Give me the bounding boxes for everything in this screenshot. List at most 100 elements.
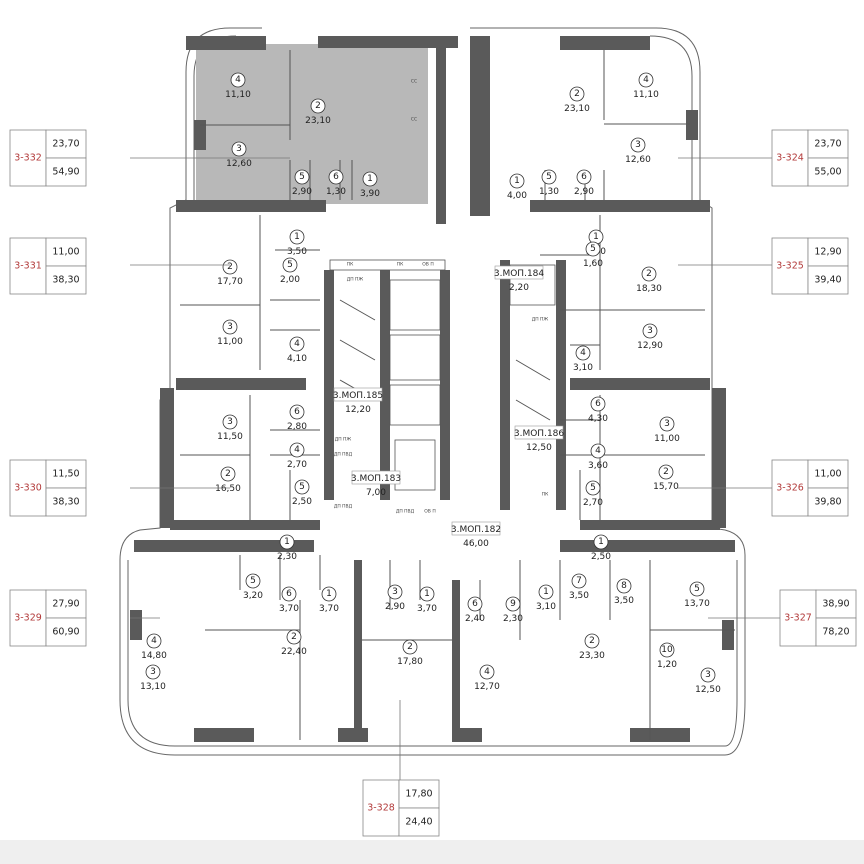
apartment-id: 3-330 [14,483,42,494]
room-number: 10 [661,645,673,655]
room-area: 2,90 [574,187,594,197]
room-label: 32,90 [385,584,405,612]
room-number-circle [362,171,378,187]
room-number-circle [279,534,295,550]
shaft-label: ДП ПЖ [347,277,364,283]
room-number: 3 [227,417,233,427]
room-label: 223,10 [564,86,590,114]
room-area: 13,10 [140,682,166,692]
common-area-size: 46,00 [463,539,489,549]
room-number: 6 [286,589,292,599]
room-area: 2,90 [385,602,405,612]
room-number-circle [585,241,601,257]
room-number-circle [419,586,435,602]
total-area: 55,00 [814,167,841,178]
room-number: 5 [299,482,305,492]
room-number: 3 [227,322,233,332]
room-number: 4 [151,636,157,646]
room-area: 11,00 [217,337,243,347]
apartment-id: 3-331 [14,261,42,272]
room-number-circle [659,642,675,658]
room-area: 1,30 [539,187,559,197]
room-label: 53,20 [243,573,263,601]
room-number: 8 [621,581,627,591]
room-label: 412,70 [474,664,500,692]
total-area: 60,90 [52,627,79,638]
room-label: 312,50 [695,667,721,695]
room-number-circle [281,586,297,602]
room-label: 311,00 [217,319,243,347]
room-number: 3 [392,587,398,597]
shaft-label: ПК [347,262,354,268]
room-area: 2,80 [287,422,307,432]
room-area: 3,20 [243,591,263,601]
room-area: 3,50 [614,596,634,606]
room-label: 311,50 [217,414,243,442]
room-number-circle [230,72,246,88]
apartment-tag[interactable]: 3-327 38,90 78,20 [708,589,857,647]
room-label: 313,10 [140,664,166,692]
room-label: 513,70 [684,581,710,609]
room-area: 3,70 [417,604,437,614]
common-area-size: 2,20 [509,283,529,293]
room-label: 12,50 [591,534,611,562]
room-area: 2,40 [465,614,485,624]
room-label: 218,30 [636,266,662,294]
room-number-circle [222,259,238,275]
floor-plan-canvas: ПК ПК ОВ П ДП ПЖ ДП ПЖ ДП ПВД ДП ПВД ДП … [0,0,864,840]
tag-total-cell [807,487,849,517]
room-number: 3 [236,144,242,154]
shaft-label: ПК [542,492,549,498]
tag-total-cell [815,617,857,647]
room-number: 2 [225,469,231,479]
room-area: 22,40 [281,647,307,657]
room-number: 6 [333,172,339,182]
room-area: 2,70 [287,460,307,470]
common-area-name: 3.МОП.185 [333,391,383,401]
room-number: 5 [590,483,596,493]
common-area-name: 3.МОП.184 [494,269,545,279]
room-area: 4,30 [588,414,608,424]
room-number-circle [479,664,495,680]
room-number-circle [538,584,554,600]
room-area: 12,60 [226,159,252,169]
room-number-circle [289,336,305,352]
apartment-id: 3-327 [784,613,812,624]
apartment-tags: 3-33223,7054,903-32423,7055,003-33111,00… [9,129,857,837]
total-area: 54,90 [52,167,79,178]
tag-id-cell [362,779,400,837]
living-area: 38,90 [822,599,849,610]
common-area-name: 3.МОП.186 [514,429,565,439]
common-area-label: 3.МОП.184 2,20 [494,265,545,293]
shaft-label: СС [411,79,417,85]
room-label: 63,70 [279,586,299,614]
common-area-box [451,521,501,536]
room-label: 64,30 [588,396,608,424]
room-number: 3 [664,419,670,429]
room-number: 1 [514,176,520,186]
shaft-label: ДП ПВД [334,452,353,458]
room-number: 5 [590,244,596,254]
room-number: 2 [407,642,413,652]
room-number: 4 [294,445,300,455]
room-number: 3 [150,667,156,677]
total-area: 78,20 [822,627,849,638]
room-number-circle [289,229,305,245]
room-number-circle [658,464,674,480]
tag-living-cell [45,459,87,489]
walls [130,36,735,742]
room-number-circle [593,534,609,550]
room-area: 11,50 [217,432,243,442]
room-area: 1,20 [657,660,677,670]
room-area: 11,10 [633,90,659,100]
room-label: 217,70 [217,259,243,287]
tag-total-cell [807,265,849,295]
